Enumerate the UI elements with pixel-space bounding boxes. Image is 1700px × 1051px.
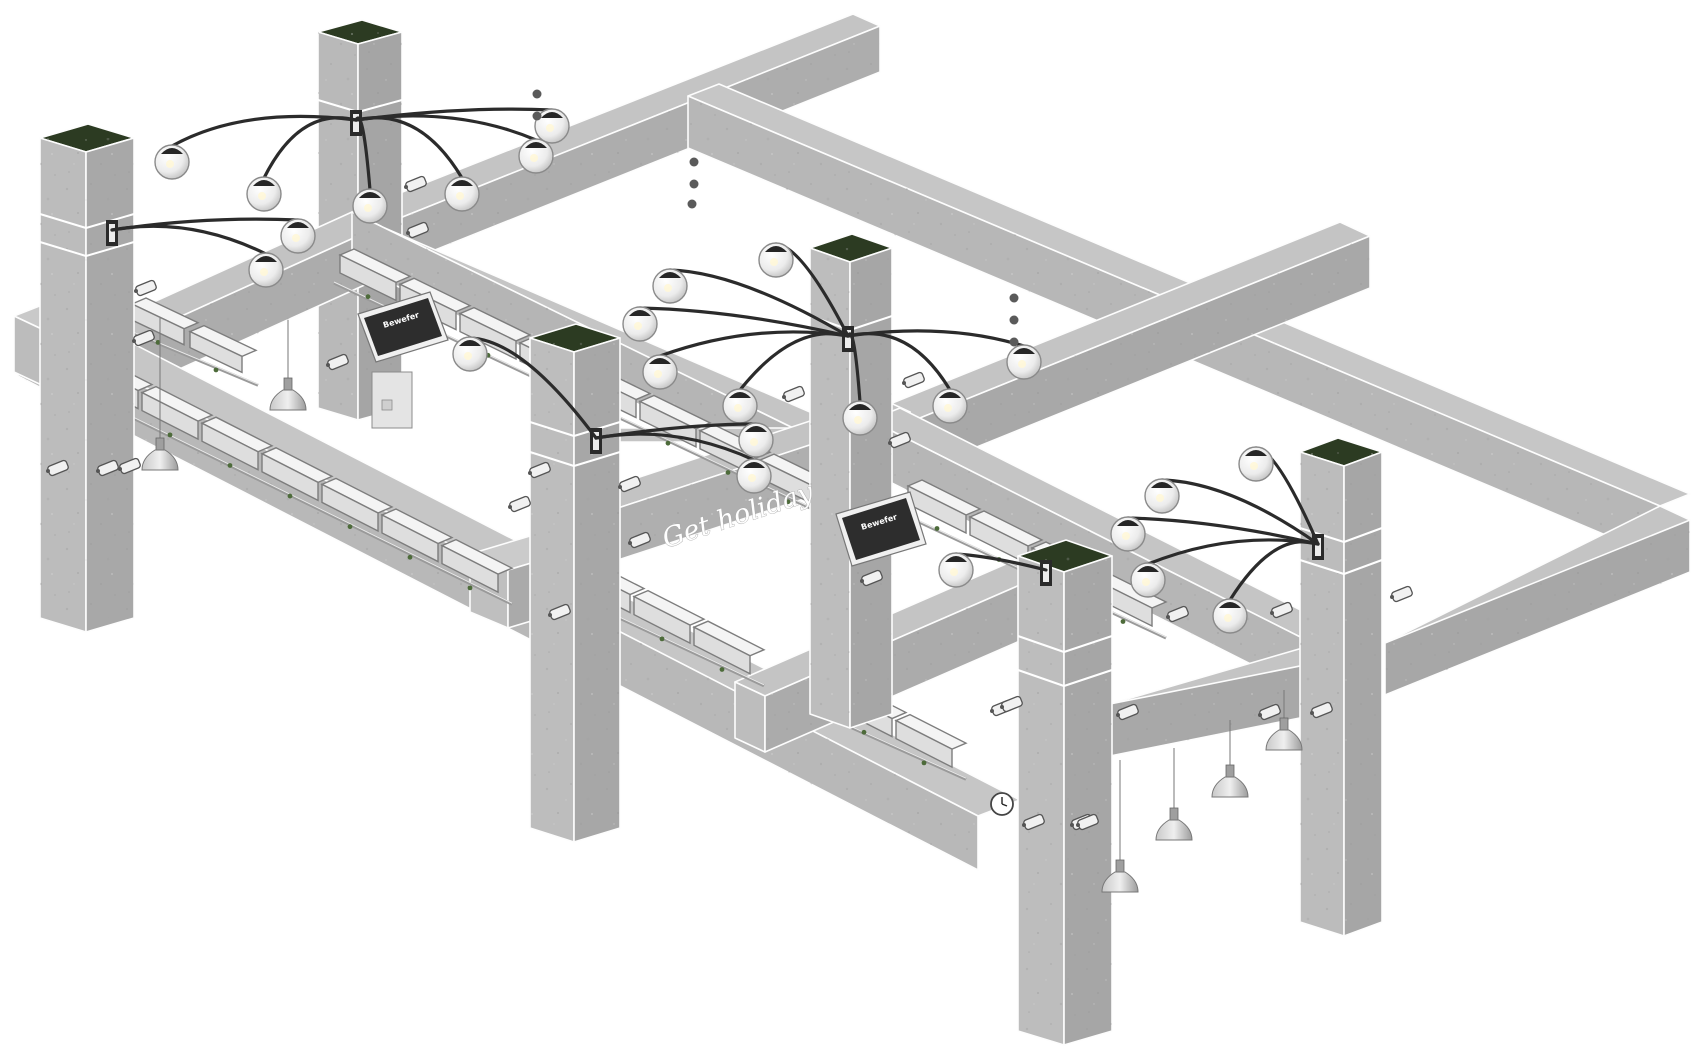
- ceiling-knob: [687, 199, 697, 209]
- globe-lamp-icon: [1238, 446, 1274, 482]
- spotlight-icon: [528, 461, 551, 479]
- spotlight-icon: [1258, 703, 1281, 721]
- ceiling-knob: [1009, 293, 1019, 303]
- pendant-lamp-icon: [141, 318, 179, 471]
- globe-lamp-icon: [1144, 478, 1180, 514]
- globe-lamp-icon: [722, 388, 758, 424]
- spotlight-icon: [1022, 813, 1045, 831]
- globe-lamp-icon: [518, 138, 554, 174]
- planter-box-icon: [320, 477, 394, 533]
- pendant-lamps: [141, 318, 1303, 893]
- ceiling-knob: [532, 111, 542, 121]
- spotlight-icon: [1000, 695, 1023, 713]
- spotlights: [46, 175, 1413, 831]
- globe-lamp-icon: [932, 388, 968, 424]
- globe-lamp-icon: [842, 400, 878, 436]
- display-screen: Bewefer: [357, 291, 449, 429]
- spotlight-icon: [628, 531, 651, 549]
- planter-box-icon: [338, 248, 412, 302]
- pillar-e: [1017, 539, 1113, 1046]
- spotlight-icon: [134, 279, 157, 297]
- spotlight-icon: [1116, 703, 1139, 721]
- globe-lamp-icon: [736, 458, 772, 494]
- spotlight-icon: [888, 431, 911, 449]
- spotlight-icon: [1076, 813, 1099, 831]
- ceiling-knob: [1009, 315, 1019, 325]
- pillar-c: [809, 233, 893, 729]
- planter-box-icon: [692, 620, 766, 675]
- globe-lamp-icon: [154, 144, 190, 180]
- planter-box-icon: [260, 447, 334, 502]
- globe-lamp-icon: [452, 336, 488, 372]
- globe-lamp-icon: [444, 176, 480, 212]
- planter-box-icon: [380, 508, 454, 563]
- ceiling-knob: [689, 157, 699, 167]
- globe-lamp-icon: [758, 242, 794, 278]
- pillar-f: [1299, 437, 1383, 937]
- spotlight-icon: [508, 495, 531, 513]
- planter-box-icon: [200, 416, 274, 471]
- spotlight-icon: [782, 385, 805, 403]
- spotlight-icon: [96, 459, 119, 477]
- planter-box-icon: [440, 538, 514, 594]
- spotlight-icon: [618, 475, 641, 493]
- globe-lamp-icon: [534, 108, 570, 144]
- spotlight-icon: [860, 569, 883, 587]
- planter-box-icon: [188, 324, 258, 374]
- pendant-lamp-icon: [269, 320, 307, 411]
- globe-lamp-icon: [352, 188, 388, 224]
- spotlight-icon: [132, 329, 155, 347]
- globe-lamp-icon: [938, 552, 974, 588]
- spotlight-icon: [902, 371, 925, 389]
- spotlight-icon: [326, 353, 349, 371]
- globe-lamp-icon: [280, 218, 316, 254]
- spotlight-icon: [548, 603, 571, 621]
- globe-lamp-icon: [1110, 516, 1146, 552]
- ceiling-knob: [532, 89, 542, 99]
- pendant-lamp-icon: [1155, 748, 1193, 841]
- globe-lamp-icon: [248, 252, 284, 288]
- ceiling-knob: [1009, 337, 1019, 347]
- spotlight-icon: [1166, 605, 1189, 623]
- globe-lamp-icon: [652, 268, 688, 304]
- globe-lamp-icon: [1212, 598, 1248, 634]
- pendant-lamp-icon: [1101, 760, 1139, 893]
- display-screen: Bewefer: [835, 491, 927, 567]
- planter-box-icon: [632, 589, 706, 645]
- spotlight-icon: [1310, 701, 1333, 719]
- globe-lamp-clusters: [106, 89, 1324, 634]
- planter-box-icon: [906, 479, 982, 535]
- spotlight-icon: [1270, 601, 1293, 619]
- planter-box-icon: [894, 713, 968, 769]
- spotlight-icon: [404, 175, 427, 193]
- wall-clock-icon: [990, 792, 1014, 816]
- globe-lamp-icon: [738, 422, 774, 458]
- pillar-d: [529, 323, 621, 843]
- spotlight-icon: [46, 459, 69, 477]
- spotlight-icon: [1390, 585, 1413, 603]
- globe-lamp-icon: [642, 354, 678, 390]
- pendant-lamp-icon: [1211, 720, 1249, 798]
- globe-lamp-icon: [622, 306, 658, 342]
- pendant-lamp-icon: [1265, 690, 1303, 751]
- pillar-a: [39, 123, 135, 633]
- back-beams: [351, 13, 1691, 696]
- spotlight-icon: [118, 457, 141, 475]
- spotlight-icon: [406, 221, 429, 239]
- ceiling-knob: [689, 179, 699, 189]
- globe-lamp-icon: [1130, 562, 1166, 598]
- planter-box-icon: [638, 394, 712, 448]
- globe-lamp-icon: [246, 176, 282, 212]
- planter-box-icon: [968, 510, 1044, 566]
- globe-lamp-icon: [1006, 344, 1042, 380]
